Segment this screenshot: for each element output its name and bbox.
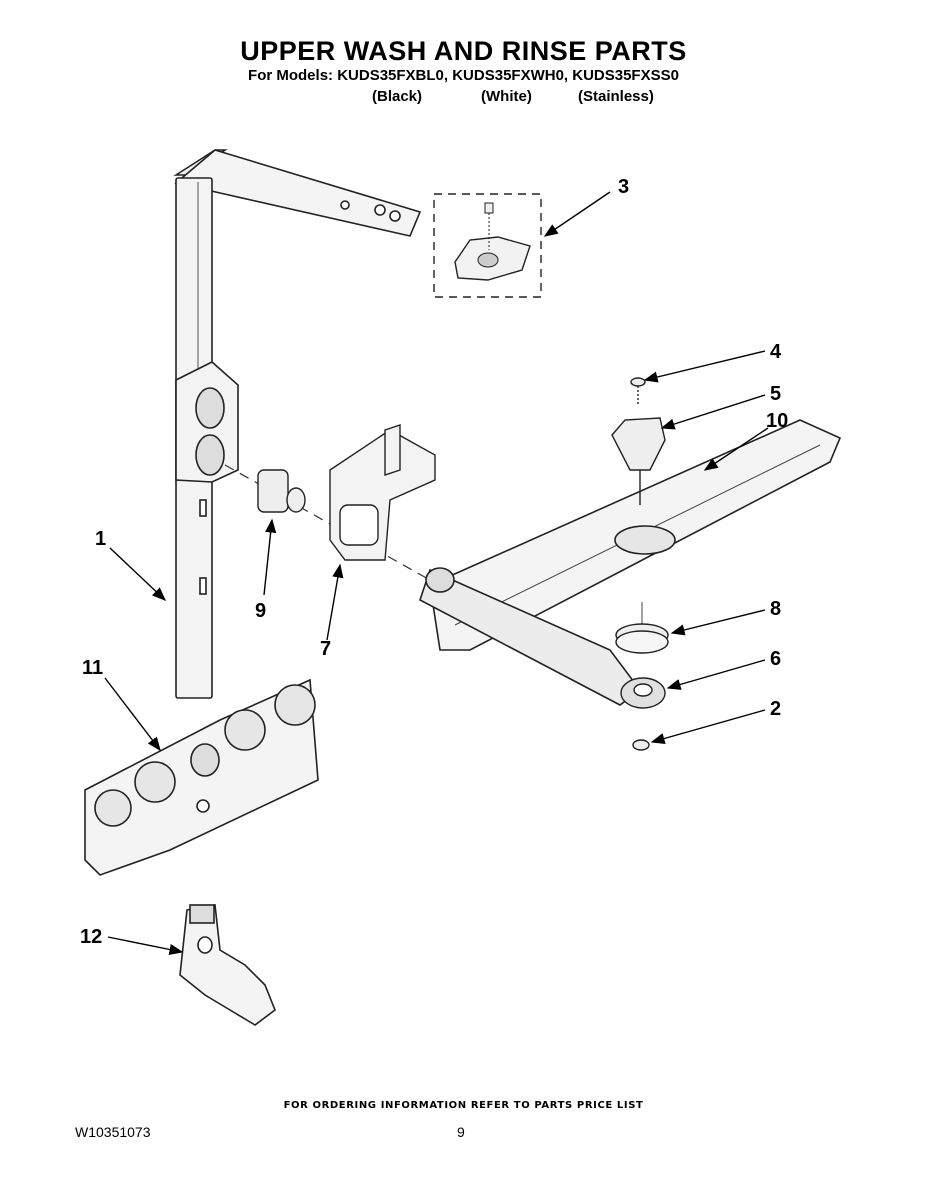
callout-1: 1 [95, 528, 106, 550]
callout-3: 3 [618, 176, 629, 198]
callout-8: 8 [770, 598, 781, 620]
part-4-5-screw-clip [611, 377, 666, 505]
callout-12: 12 [80, 926, 102, 948]
leader-lines [104, 191, 769, 955]
part-7-bracket [329, 424, 436, 561]
callout-5: 5 [770, 383, 781, 405]
callout-7: 7 [320, 638, 331, 660]
variant-black: (Black) [372, 88, 423, 105]
part-11-manifold [84, 678, 319, 876]
callout-4: 4 [770, 341, 782, 363]
part-10-spray-arm [419, 419, 842, 706]
callout-2: 2 [770, 698, 781, 720]
page-title: UPPER WASH AND RINSE PARTS [240, 36, 687, 66]
callout-10: 10 [766, 410, 788, 432]
callout-9: 9 [255, 600, 266, 622]
page-number: 9 [457, 1124, 465, 1140]
ordering-note: FOR ORDERING INFORMATION REFER TO PARTS … [283, 1100, 644, 1111]
document-number: W10351073 [75, 1124, 151, 1140]
variant-stainless: (Stainless) [578, 88, 654, 105]
part-8-6-2-rings [615, 602, 669, 751]
variant-white: (White) [481, 88, 532, 105]
callout-6: 6 [770, 648, 781, 670]
part-3-inset [433, 193, 542, 298]
callout-11: 11 [82, 657, 103, 679]
part-9-connector [257, 469, 306, 513]
part-12-guide [179, 904, 276, 1026]
models-line: For Models: KUDS35FXBL0, KUDS35FXWH0, KU… [248, 67, 679, 84]
part-1-supply-tube [173, 149, 422, 699]
